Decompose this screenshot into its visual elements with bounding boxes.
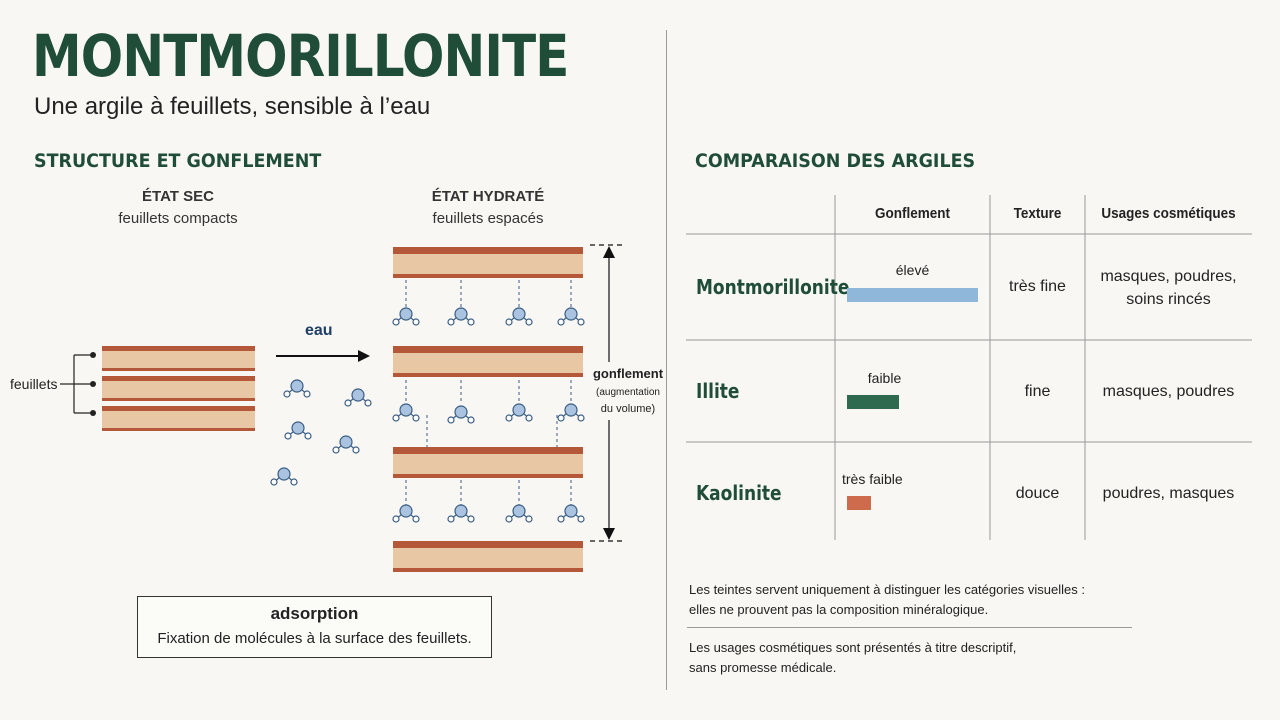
- swelling-label-illite: faible: [867, 370, 902, 386]
- hydrated-leaf-4: [393, 541, 583, 572]
- adsorption-box: adsorption Fixation de molécules à la su…: [137, 596, 492, 658]
- swelling-label: gonflement: [592, 366, 664, 381]
- adsorbed-molecule: [392, 504, 420, 523]
- water-molecule: [332, 435, 360, 454]
- adsorbed-molecule: [392, 307, 420, 326]
- adsorbed-molecule: [505, 504, 533, 523]
- adsorbed-molecule: [447, 307, 475, 326]
- texture-illite: fine: [1024, 383, 1051, 400]
- water-molecule: [270, 467, 298, 486]
- swelling-detail-1: (augmentation: [596, 387, 660, 398]
- water-label: eau: [305, 322, 333, 339]
- leaves-bracket: [60, 354, 92, 414]
- uses-illite: masques, poudres: [1102, 383, 1235, 400]
- texture-kaolinite: douce: [1015, 485, 1060, 502]
- adsorbed-molecule: [557, 504, 585, 523]
- uses-kaolinite: poudres, masques: [1102, 485, 1235, 502]
- structure-heading: STRUCTURE ET GONFLEMENT: [34, 150, 322, 172]
- usage-note-line-1: Les usages cosmétiques sont présentés à …: [689, 640, 1017, 655]
- water-arrow: [358, 350, 370, 362]
- comparison-heading: COMPARAISON DES ARGILES: [695, 150, 976, 172]
- hydrated-leaf-3: [393, 447, 583, 478]
- adsorption-description: Fixation de molécules à la surface des f…: [157, 630, 472, 647]
- swelling-bar-kaolinite: [847, 496, 871, 510]
- swelling-bar-illite: [847, 395, 899, 409]
- column-divider: [666, 30, 667, 690]
- hydrated-leaf-1: [393, 247, 583, 278]
- texture-montmorillonite: très fine: [1009, 278, 1066, 295]
- column-header-uses: Usages cosmétiques: [1101, 205, 1236, 222]
- dry-state-title: ÉTAT SEC: [142, 188, 214, 205]
- usage-note-line-2: sans promesse médicale.: [689, 660, 837, 675]
- uses-montmorillonite-line-1: masques, poudres,: [1100, 268, 1237, 285]
- clay-name-kaolinite: Kaolinite: [696, 481, 782, 505]
- hydrated-state-title: ÉTAT HYDRATÉ: [431, 188, 545, 205]
- water-molecule: [283, 379, 311, 398]
- dry-leaf-2: [102, 376, 255, 401]
- page-title: MONTMORILLONITE: [32, 22, 569, 90]
- dry-leaf-1: [102, 346, 255, 371]
- color-note-line-2: elles ne prouvent pas la composition min…: [689, 602, 989, 617]
- adsorbed-molecule: [505, 403, 533, 422]
- column-header-texture: Texture: [1013, 205, 1062, 222]
- adsorbed-molecule: [557, 307, 585, 326]
- water-molecule: [284, 421, 312, 440]
- adsorption-title: adsorption: [270, 604, 359, 623]
- swelling-bar-montmorillonite: [847, 288, 978, 302]
- hydrated-state-subtitle: feuillets espacés: [432, 210, 544, 227]
- swelling-label-kaolinite: très faible: [842, 471, 903, 487]
- clay-name-illite: Illite: [696, 379, 740, 403]
- swelling-diagram: [60, 244, 626, 572]
- swelling-label-montmorillonite: élevé: [895, 262, 930, 278]
- clay-name-montmorillonite: Montmorillonite: [696, 275, 850, 299]
- dry-leaf-3: [102, 406, 255, 431]
- adsorbed-molecule: [557, 403, 585, 422]
- column-header-swelling: Gonflement: [874, 205, 951, 222]
- color-note-line-1: Les teintes servent uniquement à disting…: [689, 582, 1085, 597]
- uses-montmorillonite-line-2: soins rincés: [1126, 291, 1211, 308]
- swelling-arrow-up: [603, 246, 615, 258]
- swelling-detail-2: du volume): [600, 403, 656, 415]
- water-molecule: [344, 388, 372, 407]
- adsorbed-molecule: [392, 403, 420, 422]
- dry-state-subtitle: feuillets compacts: [118, 210, 238, 227]
- swelling-arrow-down: [603, 528, 615, 540]
- adsorbed-molecule: [447, 405, 475, 424]
- adsorbed-molecule: [505, 307, 533, 326]
- adsorbed-molecule: [447, 504, 475, 523]
- page-subtitle: Une argile à feuillets, sensible à l’eau: [34, 93, 431, 120]
- hydrated-leaf-2: [393, 346, 583, 377]
- leaves-label: feuillets: [10, 376, 58, 392]
- notes-divider: [687, 627, 1132, 628]
